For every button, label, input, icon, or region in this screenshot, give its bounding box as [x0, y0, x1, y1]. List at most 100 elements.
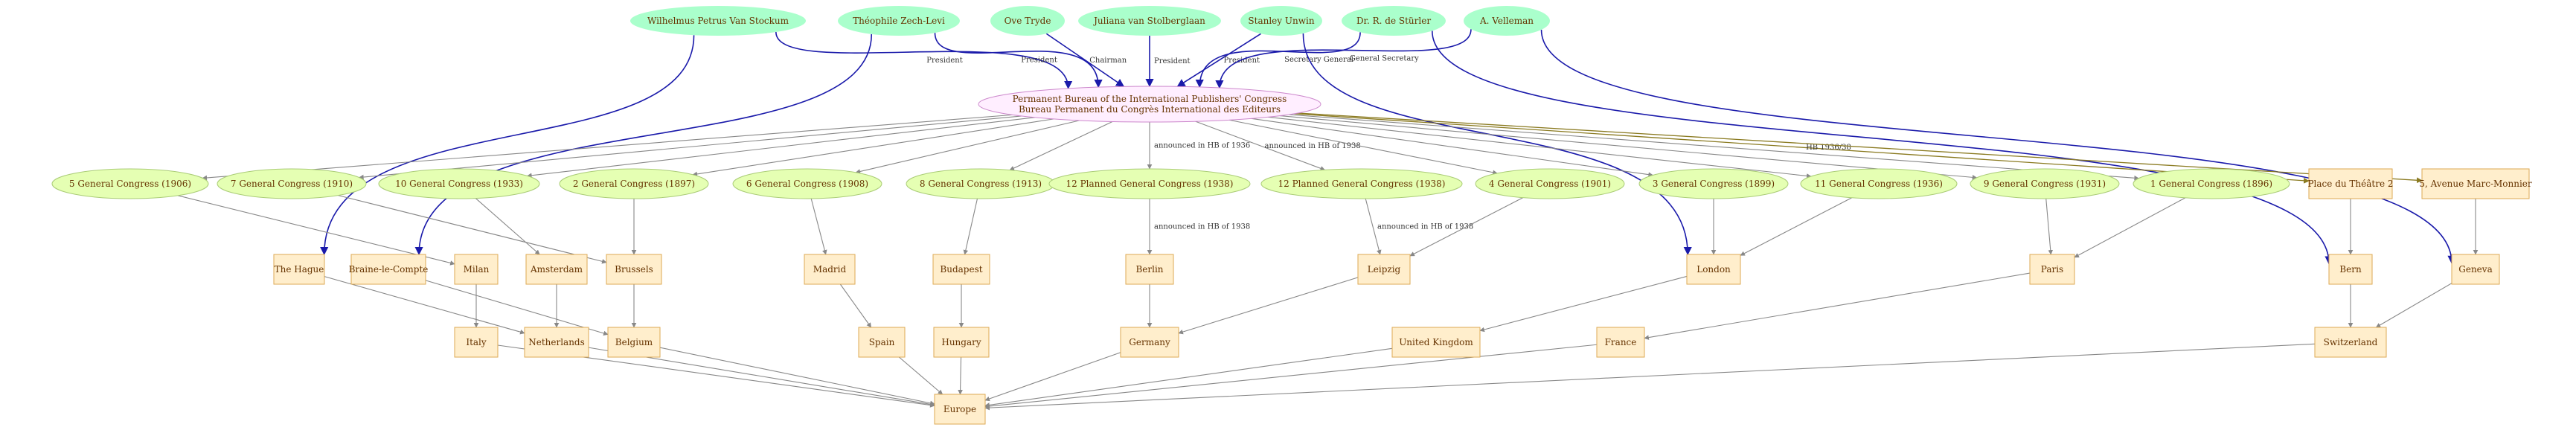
- place-shape: [1120, 327, 1179, 358]
- person-shape: [990, 6, 1065, 36]
- edge-label: announced in HB of 1936: [1154, 142, 1250, 150]
- bureau-label: Permanent Bureau of the International Pu…: [1013, 94, 1287, 104]
- edge-bureau-c8: [1195, 121, 1326, 171]
- node-city4: Amsterdam: [525, 254, 588, 285]
- node-c8: 12 Planned General Congress (1938): [1260, 168, 1463, 199]
- bureau-label: Bureau Permanent du Congrès Internationa…: [1019, 104, 1281, 115]
- edge-label: President: [1021, 57, 1057, 65]
- person-label: Théophile Zech-Levi: [853, 16, 945, 26]
- node-city12: Bern: [2328, 254, 2373, 285]
- place-shape: [934, 394, 986, 425]
- edge-bureau-a1: [1294, 113, 2310, 184]
- place-shape: [607, 327, 661, 358]
- place-label: London: [1696, 264, 1731, 275]
- node-c2: 7 General Congress (1910): [217, 168, 367, 199]
- place-shape: [2328, 254, 2373, 285]
- edge-city10-k7: [1479, 275, 1688, 333]
- edge-bureau-c9: [1228, 119, 1498, 175]
- edge-p1-bureau: [775, 32, 1073, 90]
- congress-label: 10 General Congress (1933): [395, 179, 523, 189]
- edge-label: President: [926, 57, 963, 65]
- edge-k5-europe: [958, 356, 963, 395]
- place-label: Italy: [466, 337, 487, 347]
- node-c9: 4 General Congress (1901): [1475, 168, 1625, 199]
- edge-city13-k9: [2375, 283, 2452, 328]
- place-label: Spain: [869, 337, 895, 347]
- node-k6: Germany: [1120, 327, 1179, 358]
- place-shape: [933, 327, 990, 358]
- congress-shape: [1800, 168, 1958, 199]
- edge-label: President: [1154, 57, 1191, 65]
- node-city9: Leipzig: [1357, 254, 1411, 285]
- node-city13: Geneva: [2451, 254, 2500, 285]
- congress-label: 8 General Congress (1913): [920, 179, 1042, 189]
- node-k2: Netherlands: [524, 327, 589, 358]
- congress-shape: [1475, 168, 1625, 199]
- edge-label: Secretary General: [1284, 56, 1353, 64]
- edge-bureau-c2: [359, 115, 1022, 180]
- congress-shape: [1260, 168, 1463, 199]
- node-city6: Madrid: [804, 254, 856, 285]
- node-city2: Braine-le-Compte: [349, 254, 429, 285]
- place-label: Switzerland: [2324, 337, 2378, 347]
- edge-city6-k4: [839, 283, 872, 328]
- place-label: Budapest: [940, 264, 982, 275]
- edge-label: announced in HB of 1938: [1265, 142, 1361, 150]
- place-shape: [606, 254, 662, 285]
- edge-p5-city10: [1302, 33, 1692, 256]
- edge-bureau-c12: [1279, 115, 1978, 180]
- congress-label: 3 General Congress (1899): [1653, 179, 1775, 189]
- place-label: Berlin: [1135, 264, 1163, 275]
- edge-label: announced in HB of 1938: [1154, 223, 1250, 231]
- node-k7: United Kingdom: [1391, 327, 1481, 358]
- person-label: A. Velleman: [1479, 16, 1534, 26]
- node-city1: The Hague: [273, 254, 325, 285]
- person-shape: [1240, 6, 1322, 36]
- congress-shape: [1638, 168, 1789, 199]
- edge-p2-bureau: [934, 33, 1103, 89]
- place-label: Germany: [1129, 337, 1170, 347]
- node-city10: London: [1686, 254, 1741, 285]
- node-city7: Budapest: [932, 254, 990, 285]
- congress-shape: [1048, 168, 1251, 199]
- place-shape: [525, 254, 588, 285]
- node-p2: Théophile Zech-Levi: [838, 6, 960, 36]
- node-p4: Juliana van Stolberglaan: [1078, 6, 1221, 36]
- edge-k6-europe: [984, 352, 1121, 402]
- place-label: Geneva: [2458, 264, 2492, 275]
- place-shape: [273, 254, 325, 285]
- place-label: Braine-le-Compte: [349, 264, 429, 275]
- edge-bureau-c13: [1288, 114, 2139, 181]
- place-label: Belgium: [615, 337, 653, 347]
- person-label: Stanley Unwin: [1248, 16, 1314, 26]
- node-k5: Hungary: [933, 327, 990, 358]
- edge-c8-city9: [1365, 198, 1382, 255]
- edge-c6-city7: [963, 198, 978, 255]
- congress-label: 6 General Congress (1908): [746, 179, 868, 189]
- node-k8: France: [1596, 327, 1645, 358]
- node-c13: 1 General Congress (1896): [2133, 168, 2290, 199]
- node-k3: Belgium: [607, 327, 661, 358]
- edge-p3-bureau: [1045, 33, 1125, 87]
- edge-c12-city11: [2045, 198, 2054, 255]
- edge-label: General Secretary: [1350, 55, 1419, 63]
- edge-city11-k8: [1644, 272, 2031, 340]
- node-k1: Italy: [454, 327, 499, 358]
- congress-label: 2 General Congress (1897): [573, 179, 695, 189]
- place-shape: [2029, 254, 2075, 285]
- congress-shape: [732, 168, 882, 199]
- place-label: Madrid: [813, 264, 847, 275]
- congress-shape: [378, 168, 540, 199]
- edge-bureau-c6: [1009, 121, 1113, 171]
- node-c6: 8 General Congress (1913): [906, 168, 1056, 199]
- person-shape: [630, 6, 806, 36]
- node-c11: 11 General Congress (1936): [1800, 168, 1958, 199]
- edge-c9-city9: [1409, 197, 1524, 257]
- place-label: Brussels: [615, 264, 653, 275]
- place-shape: [524, 327, 589, 358]
- edge-label: announced in HB of 1938: [1377, 222, 1473, 231]
- place-label: The Hague: [275, 264, 324, 275]
- place-shape: [858, 327, 906, 358]
- bureau-shape: [978, 86, 1321, 123]
